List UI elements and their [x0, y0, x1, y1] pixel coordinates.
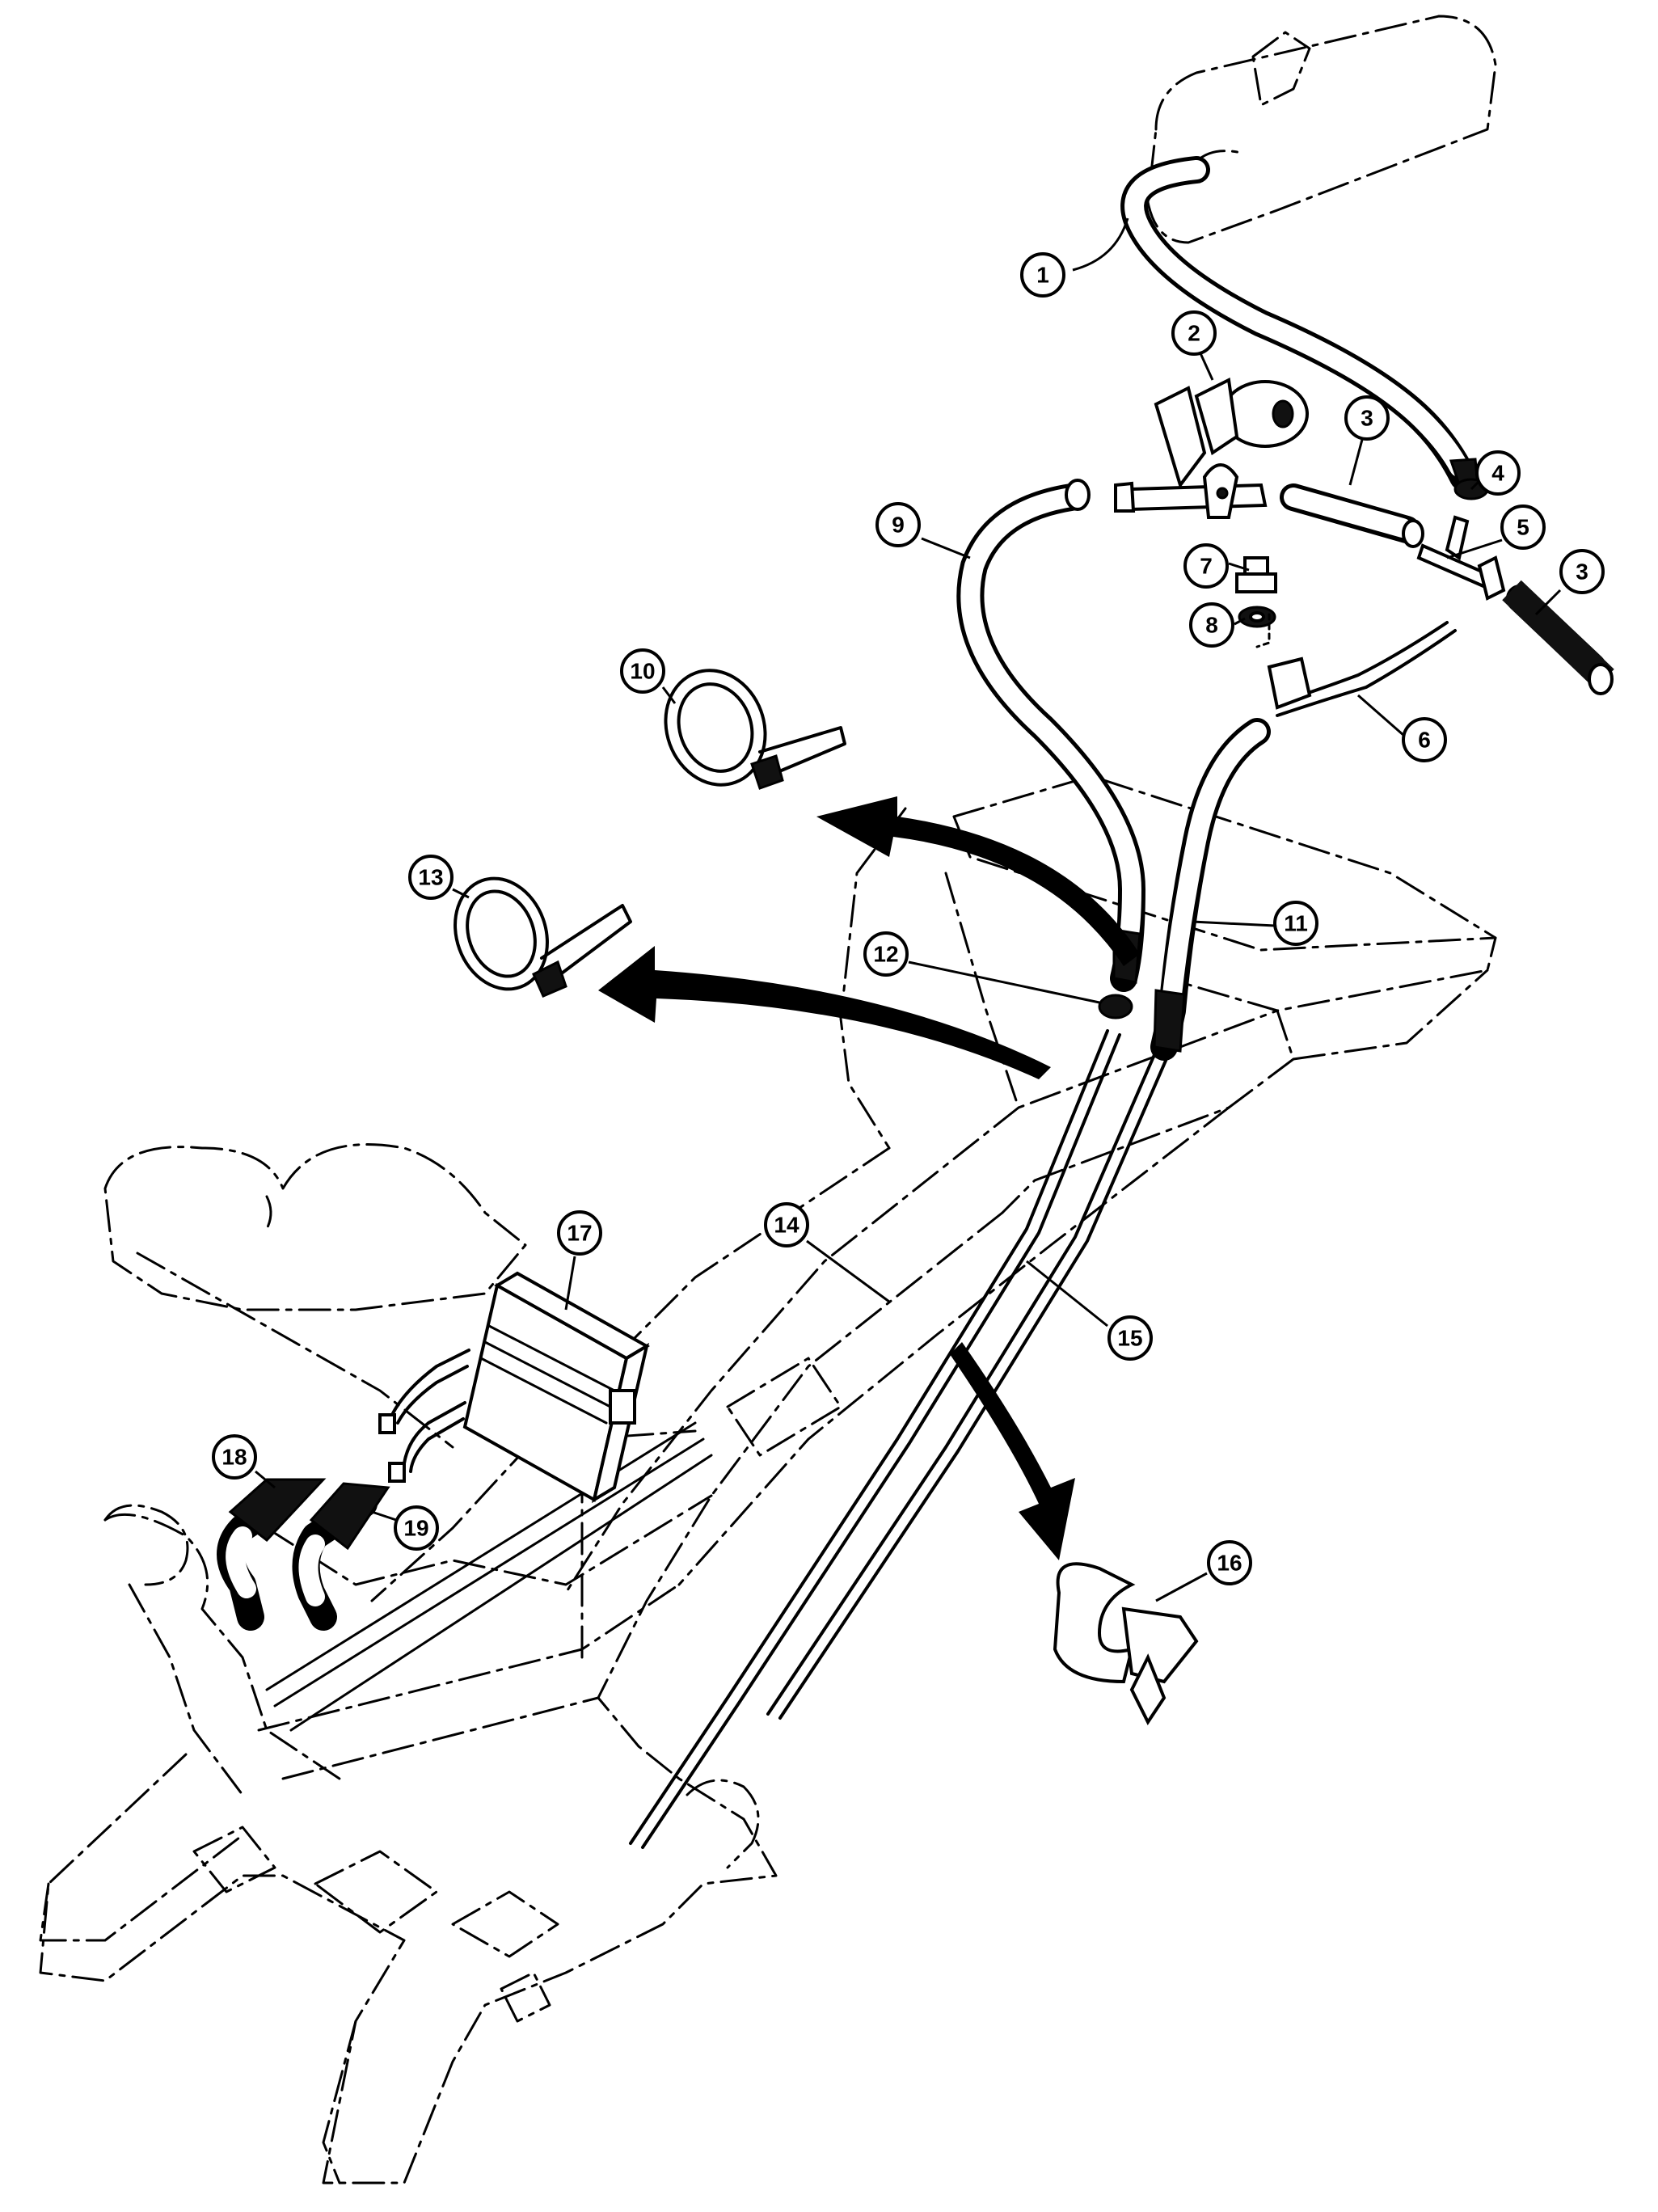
callout-16: 16 [1207, 1540, 1252, 1585]
hose-3-lower [1502, 580, 1614, 695]
jet-nozzle-6 [1267, 621, 1457, 717]
callout-5: 5 [1500, 504, 1546, 550]
callout-14: 14 [764, 1202, 809, 1247]
clip-12 [1098, 994, 1133, 1019]
callout-10: 10 [620, 648, 665, 694]
clip-16 [1053, 1562, 1199, 1725]
callout-8: 8 [1189, 602, 1234, 648]
callout-4: 4 [1475, 450, 1521, 496]
arrows [598, 796, 1140, 1560]
reservoir-tank [1146, 15, 1497, 244]
callout-3-lower: 3 [1559, 549, 1605, 594]
callout-label: 7 [1200, 554, 1213, 579]
callout-label: 3 [1361, 406, 1373, 431]
callout-label: 12 [873, 942, 898, 967]
callout-label: 11 [1284, 911, 1308, 936]
hose-9 [956, 479, 1145, 992]
callout-9: 9 [875, 502, 921, 547]
washer-8 [1238, 606, 1276, 648]
callout-label: 13 [418, 865, 443, 890]
hose-3-upper [1280, 483, 1424, 548]
heater-unit-17 [378, 1271, 650, 1504]
callout-7: 7 [1183, 543, 1229, 589]
t-connector-5 [1416, 515, 1506, 601]
callout-label: 2 [1188, 321, 1200, 346]
bolt-7 [1235, 556, 1277, 593]
callout-label: 16 [1217, 1551, 1242, 1576]
callout-label: 9 [892, 513, 905, 538]
callout-13: 13 [408, 855, 454, 900]
pipes-14-15 [629, 1029, 1170, 1849]
callout-15: 15 [1107, 1315, 1153, 1361]
hose-18 [217, 1478, 327, 1631]
callout-label: 8 [1205, 613, 1218, 638]
hose-19 [292, 1482, 390, 1631]
tie-strap-13 [454, 876, 632, 998]
callout-label: 3 [1576, 559, 1588, 585]
callout-2: 2 [1171, 310, 1217, 356]
tie-strap-10 [664, 669, 846, 790]
callout-6: 6 [1402, 717, 1447, 762]
washer-pump-2 [1114, 377, 1309, 519]
callout-label: 4 [1491, 461, 1504, 486]
callout-label: 5 [1517, 515, 1529, 540]
callout-label: 1 [1036, 263, 1049, 288]
callout-label: 10 [630, 659, 655, 684]
callout-label: 15 [1117, 1326, 1142, 1351]
leader-lines [255, 217, 1562, 1602]
callout-19: 19 [394, 1505, 439, 1551]
callout-label: 6 [1418, 728, 1431, 753]
hose-1 [1120, 156, 1479, 493]
chassis-frame [39, 775, 1497, 2185]
callout-label: 14 [774, 1213, 799, 1238]
callout-1: 1 [1020, 252, 1065, 298]
callout-18: 18 [212, 1434, 257, 1480]
callout-label: 19 [403, 1516, 428, 1541]
callout-12: 12 [863, 931, 909, 977]
hose-11 [1150, 718, 1271, 1061]
callout-17: 17 [557, 1210, 602, 1256]
callout-label: 17 [567, 1221, 592, 1246]
callout-11: 11 [1273, 901, 1318, 946]
callout-label: 18 [221, 1445, 247, 1470]
callout-3-upper: 3 [1344, 395, 1390, 441]
